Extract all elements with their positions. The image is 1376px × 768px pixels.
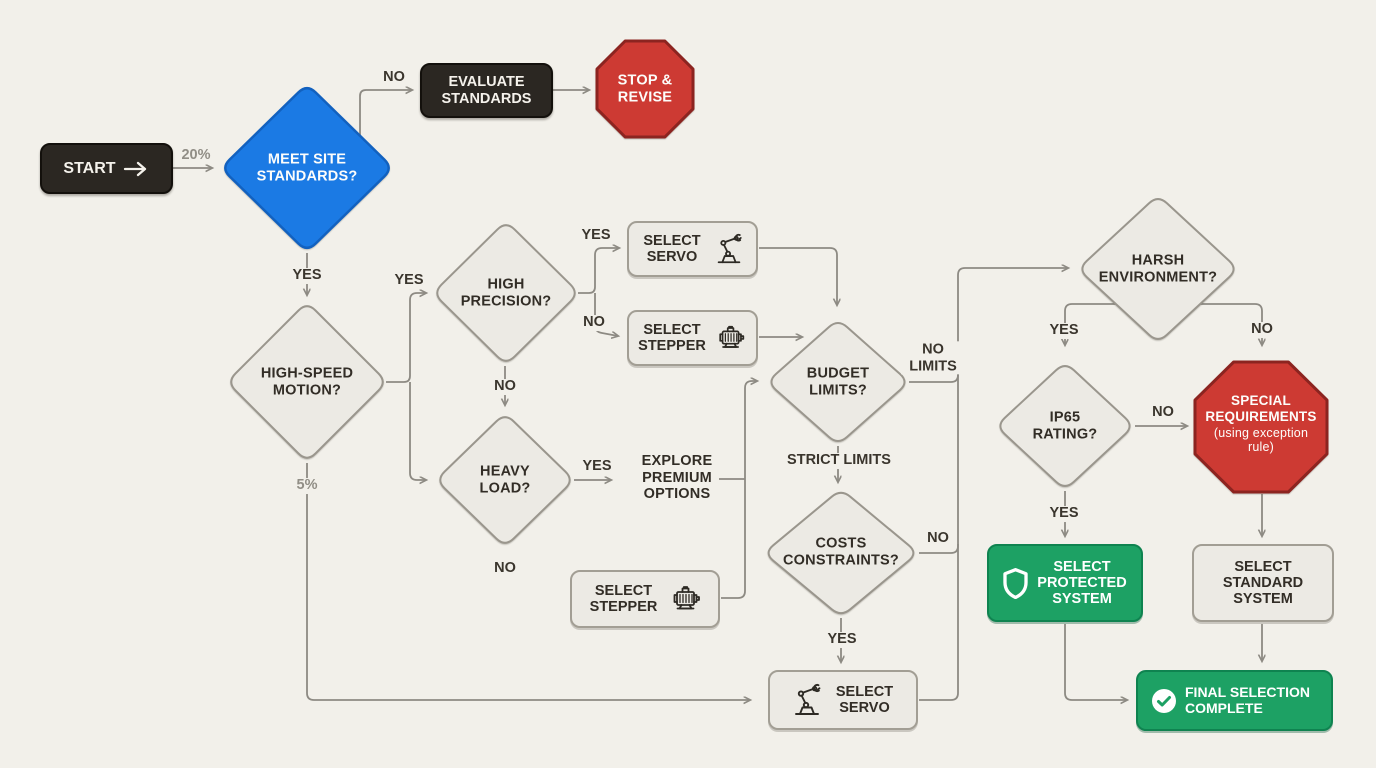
node-select-stepper-top: SELECT STEPPER <box>627 310 758 366</box>
decision-ip65-rating: IP65 RATING? <box>1032 409 1098 442</box>
connector-trunk-harsh <box>919 268 1068 701</box>
edge-label-precision-yes: YES <box>581 227 611 243</box>
node-start: START <box>40 143 173 194</box>
select-stepper-top-label: SELECT STEPPER <box>638 321 706 354</box>
edge-label-heavy-yes: YES <box>582 458 612 474</box>
connector-costs-no-merge <box>919 544 959 554</box>
edge-label-speed-yes: YES <box>394 272 424 288</box>
decision-costs-constraints: COSTS CONSTRAINTS? <box>783 535 899 568</box>
node-final-selection-complete: FINAL SELECTION COMPLETE <box>1136 670 1333 731</box>
node-select-servo-top: SELECT SERVO <box>627 221 758 277</box>
node-stop-revise: STOP & REVISE <box>617 72 673 105</box>
connectors <box>173 90 1262 700</box>
edge-label-budget-strict-limits: STRICT LIMITS <box>784 452 894 469</box>
edge-label-harsh-yes: YES <box>1046 322 1082 339</box>
node-select-servo-bottom: SELECT SERVO <box>768 670 918 730</box>
edge-label-meet-no: NO <box>383 69 405 85</box>
shape-costs-constraints <box>767 491 915 615</box>
connector-servo1-budget <box>759 247 837 305</box>
right-arrow-icon <box>123 161 150 177</box>
edge-label-harsh-no: NO <box>1248 321 1276 338</box>
connector-protected-final <box>1064 624 1127 700</box>
edge-label-costs-yes: YES <box>824 631 860 648</box>
shape-meet-site <box>224 86 390 250</box>
edge-label-ip65-yes: YES <box>1046 505 1082 522</box>
shape-high-speed <box>230 305 384 459</box>
edge-label-meet-yes: YES <box>289 267 325 284</box>
shape-special-requirements <box>1193 360 1329 494</box>
shape-budget-limits <box>770 321 906 443</box>
node-select-stepper-bottom: SELECT STEPPER <box>570 570 720 628</box>
decision-high-precision: HIGH PRECISION? <box>460 276 552 309</box>
edge-label-20pct: 20% <box>181 147 211 163</box>
robot-arm-icon <box>789 682 825 718</box>
select-standard-system-label: SELECT STANDARD SYSTEM <box>1222 558 1304 608</box>
connector-budget-nolimits-merge <box>909 373 959 383</box>
connector-stepper2-budget <box>721 381 757 599</box>
shape-stop-revise <box>595 39 695 139</box>
select-stepper-bottom-label: SELECT STEPPER <box>589 582 658 615</box>
node-special-requirements: SPECIAL REQUIREMENTS (using exception ru… <box>1197 393 1325 455</box>
node-evaluate-standards: EVALUATE STANDARDS <box>420 63 553 118</box>
connector-harsh-ip65 <box>1065 303 1116 345</box>
connector-highspeed-precision <box>386 293 426 383</box>
decision-high-speed-motion: HIGH-SPEED MOTION? <box>260 365 354 398</box>
decision-shapes <box>224 39 1329 615</box>
robot-arm-icon <box>712 232 746 266</box>
decision-budget-limits: BUDGET LIMITS? <box>806 365 870 398</box>
decision-heavy-load: HEAVY LOAD? <box>479 463 531 496</box>
check-circle-icon <box>1150 687 1178 715</box>
electric-motor-icon <box>715 321 749 355</box>
node-explore-premium-options: EXPLORE PREMIUM OPTIONS <box>641 452 713 503</box>
select-servo-bottom-label: SELECT SERVO <box>835 683 894 716</box>
edge-label-budget-no-limits: NO LIMITS <box>901 341 965 375</box>
shape-high-precision <box>436 224 576 362</box>
node-select-standard-system: SELECT STANDARD SYSTEM <box>1192 544 1334 622</box>
decision-meet-site-standards: MEET SITE STANDARDS? <box>256 151 358 184</box>
connector-meet-evaluate <box>359 90 412 136</box>
evaluate-standards-label: EVALUATE STANDARDS <box>441 74 532 107</box>
connector-harsh-special <box>1199 303 1262 345</box>
edge-label-heavy-no: NO <box>491 560 519 577</box>
select-servo-top-label: SELECT SERVO <box>643 232 701 265</box>
shield-icon <box>1002 567 1029 599</box>
special-requirements-note: (using exception rule) <box>1213 426 1309 455</box>
shape-heavy-load <box>439 416 571 544</box>
electric-motor-icon <box>669 581 705 617</box>
decision-harsh-environment: HARSH ENVIRONMENT? <box>1098 252 1218 285</box>
edge-label-ip65-no: NO <box>1152 404 1174 420</box>
select-protected-system-label: SELECT PROTECTED SYSTEM <box>1037 558 1127 608</box>
edge-label-precision-no-right: NO <box>580 314 608 331</box>
node-select-protected-system: SELECT PROTECTED SYSTEM <box>987 544 1143 622</box>
shape-ip65-rating <box>999 365 1131 487</box>
edge-label-costs-no: NO <box>924 530 952 547</box>
connector-highspeed-heavy <box>409 382 426 480</box>
start-label: START <box>63 159 116 177</box>
connector-precision-servo1 <box>578 248 619 294</box>
final-selection-complete-label: FINAL SELECTION COMPLETE <box>1185 683 1310 716</box>
edge-label-5pct: 5% <box>293 477 321 494</box>
connector-highspeed-servo2 <box>306 463 750 700</box>
shape-harsh-environment <box>1081 198 1235 340</box>
special-requirements-label: SPECIAL REQUIREMENTS <box>1205 393 1317 424</box>
edge-label-precision-no-down: NO <box>491 378 519 395</box>
